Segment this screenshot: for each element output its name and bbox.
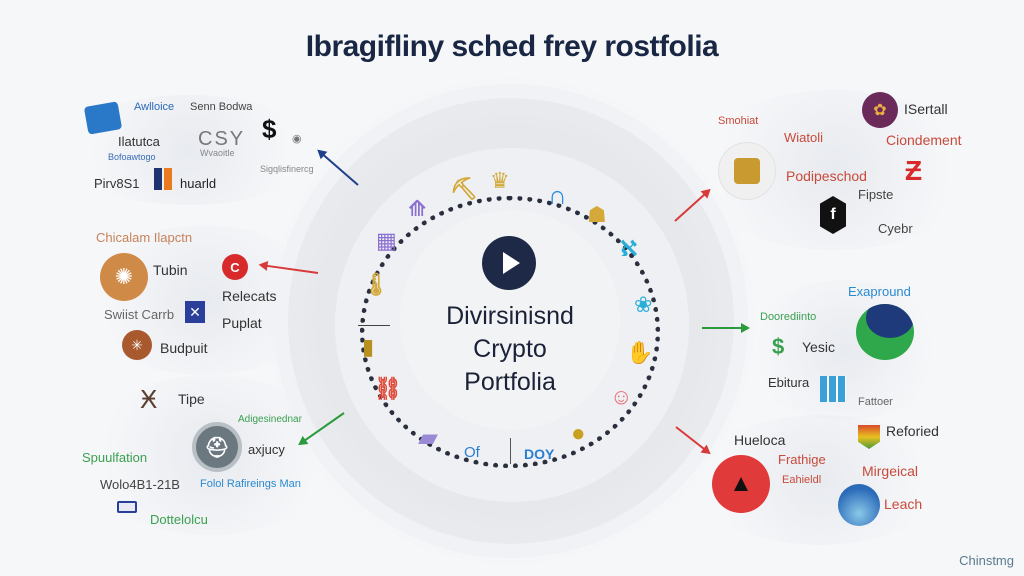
blue-grid-icon (820, 376, 846, 402)
gold-bar-icon: ▮ (362, 334, 375, 359)
label-hueloca: Hueloca (734, 432, 786, 448)
red-c-logo-icon: C (222, 254, 248, 280)
purple-chip-icon: ▦ (376, 228, 397, 253)
label-pirvssi: Pirv8S1 (94, 176, 140, 191)
gray-helmet-logo-icon: ⛑ (192, 422, 242, 472)
label-dottelolcu: Dottelolcu (150, 512, 208, 527)
purple-wing-icon: ⟰ (408, 196, 427, 221)
blue-blob-icon: ❀ (634, 292, 653, 317)
brown-star-logo-icon: ✳ (122, 330, 152, 360)
label-wiatoli: Wiatoli (784, 130, 824, 145)
gold-coin-icon: ● (571, 420, 586, 447)
label-leach: Leach (884, 496, 923, 512)
label-sigqlisfinercg: Sigqlisfinercg (260, 164, 314, 174)
totem-icon: Ӿ (140, 384, 158, 414)
label-doorediinto: Doorediinto (760, 311, 817, 323)
page-title: Ibragifliny sched frey rostfolia (305, 30, 719, 63)
label-awlloice: Awlloice (134, 101, 175, 113)
label-smohiat: Smohiat (718, 115, 759, 127)
gold-badge-logo (718, 142, 776, 200)
crown-icon: ♛ (490, 168, 510, 193)
play-button[interactable] (482, 236, 536, 290)
label-fipste: Fipste (858, 187, 894, 202)
label-senn-bodwa: Senn Bodwa (190, 101, 253, 113)
center-title-line-2: Crypto (473, 335, 547, 363)
red-crest-logo-icon: ▲ (712, 455, 770, 513)
dashed-ring (360, 196, 660, 468)
red-z-logo-icon: Ƶ (905, 155, 923, 186)
label-swiist-carrb: Swiist Carrb (104, 307, 175, 322)
ring-label-doy: DOY (524, 446, 555, 462)
label-wvaoitle: Wvaoitle (200, 148, 235, 158)
sunburst-logo-icon: ✺ (100, 253, 148, 301)
dollar-icon: $ (262, 114, 277, 144)
center-title-line-3: Portfolia (464, 368, 556, 396)
thermometer-icon: 🌡 (362, 272, 390, 297)
card-shield-icon (83, 101, 123, 135)
label-ilatutca: Ilatutca (118, 134, 160, 149)
label-huarld: huarld (180, 176, 217, 191)
pickaxe-icon: ⛏ (450, 176, 478, 201)
label-budpuit: Budpuit (160, 340, 208, 356)
divider-line (510, 438, 511, 464)
label-cyebr: Cyebr (878, 221, 913, 236)
black-f-logo-icon: f (820, 196, 846, 234)
label-podipeschod: Podipeschod (786, 168, 867, 184)
label-relecats: Relecats (222, 288, 277, 304)
label-puplat: Puplat (222, 315, 262, 331)
x-box-icon: ✕ (185, 301, 205, 323)
purple-card-icon: ▰ (418, 422, 438, 452)
watermark: Chinstmg (959, 553, 1014, 568)
mountain-logo-icon (838, 484, 880, 526)
globe-icon (866, 304, 914, 338)
center-title-line-1: Divirsinisnd (446, 302, 574, 330)
label-folol-rafireings-man: Folol Rafireings Man (200, 478, 301, 490)
pink-coin-icon: ☺ (610, 384, 633, 409)
gold-badge-icon (734, 158, 760, 184)
label-mirgeical: Mirgeical (862, 463, 919, 479)
label-csy: CSY (198, 128, 246, 150)
green-s-logo-icon: $ (772, 334, 785, 359)
label-spuulfation: Spuulfation (82, 450, 148, 465)
label-yesic: Yesic (802, 339, 835, 355)
label-axjucy: axjucy (248, 442, 285, 457)
label-tipe: Tipe (178, 391, 205, 407)
label-chicalam-ilapctn: Chicalam Ilapctn (96, 230, 193, 245)
horseshoe-icon: ∩ (548, 180, 567, 210)
shield-crest-icon (858, 425, 880, 449)
label-fattoer: Fattoer (858, 396, 893, 408)
green-blue-globe-logo (856, 304, 914, 360)
card-icon (117, 501, 137, 513)
label-reforied: Reforied (886, 423, 939, 439)
label-tubin: Tubin (153, 262, 188, 278)
eye-icon: ◉ (292, 133, 302, 145)
purple-crest-logo-icon: ✿ (862, 92, 898, 128)
label-ciondement: Ciondement (886, 132, 962, 148)
ring-label-of: Of (464, 444, 480, 461)
center-title: Divirsinisnd Crypto Portfolia (400, 300, 620, 399)
label-frathige: Frathige (778, 452, 826, 467)
label-exapround: Exapround (848, 284, 911, 299)
label-ebitura: Ebitura (768, 375, 810, 390)
blue-glyph-icon: ℵ (620, 236, 638, 261)
label-isertall: ISertall (904, 101, 948, 117)
label-bofoawtogo: Bofoawtogo (108, 152, 156, 162)
label-wolo4b1: Wolo4B1-21B (100, 477, 180, 492)
pi-logo-icon (154, 168, 172, 190)
arrow-mid-right (702, 323, 750, 333)
tick-line-left (358, 325, 390, 326)
label-eahieldl: Eahieldl (782, 474, 822, 486)
gold-hand-icon: ✋ (626, 340, 654, 365)
red-chain-icon: ⛓ (374, 376, 402, 401)
label-adigesinednar: Adigesinednar (238, 414, 302, 425)
gold-pile-icon: ☗ (587, 202, 607, 227)
